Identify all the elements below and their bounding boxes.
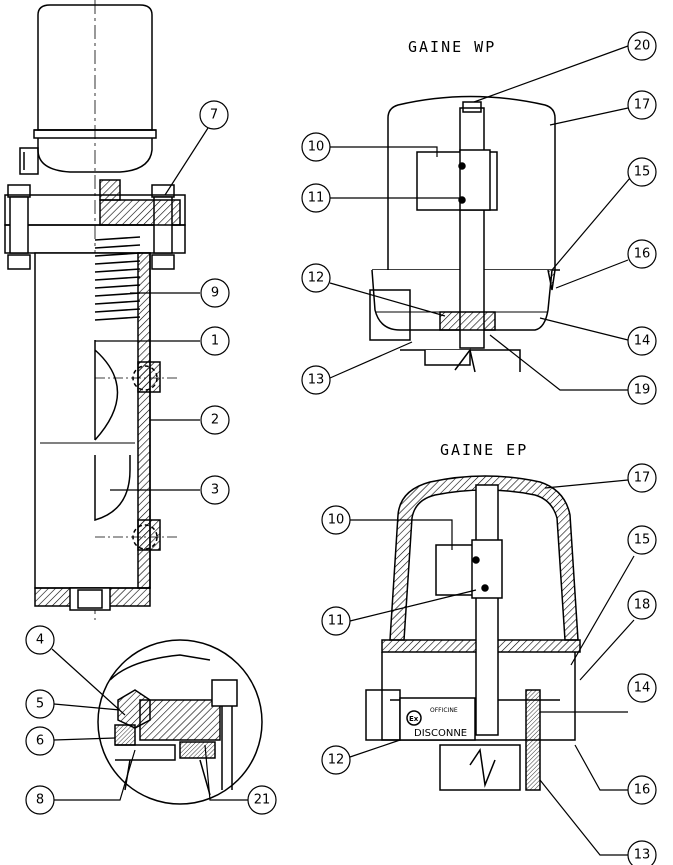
callout-5: 5 — [36, 697, 44, 712]
wp-callouts — [301, 31, 657, 405]
callout-13: 13 — [308, 373, 325, 388]
callout-ep-13: 13 — [634, 848, 651, 863]
callout-ep-18: 18 — [634, 598, 651, 613]
callout-ep-14: 14 — [634, 681, 651, 696]
callout-ep-16: 16 — [634, 783, 651, 798]
callout-9: 9 — [211, 286, 219, 301]
stamp-line1: OFFICINE — [430, 707, 458, 714]
callout-ep-15: 15 — [634, 533, 651, 548]
callout-21: 21 — [254, 793, 271, 808]
callout-ep-11: 11 — [328, 614, 345, 629]
callout-17: 17 — [634, 98, 651, 113]
callout-7: 7 — [210, 108, 218, 123]
callout-11: 11 — [308, 191, 325, 206]
callout-ep-12: 12 — [328, 753, 345, 768]
ep-view — [365, 475, 581, 791]
callout-10: 10 — [308, 140, 325, 155]
left-callouts — [95, 100, 230, 505]
callout-ep-10: 10 — [328, 513, 345, 528]
callout-4: 4 — [36, 633, 44, 648]
callout-16: 16 — [634, 247, 651, 262]
callout-2: 2 — [211, 413, 219, 428]
callout-14: 14 — [634, 334, 651, 349]
callout-8: 8 — [36, 793, 44, 808]
wp-view — [369, 95, 560, 373]
ep-callouts — [321, 463, 657, 865]
callout-12: 12 — [308, 271, 325, 286]
ep-title: GAINE EP — [440, 441, 528, 459]
detail-callouts — [25, 625, 277, 815]
detail-circle-view — [97, 639, 263, 805]
wp-title: GAINE WP — [408, 38, 496, 56]
callout-1: 1 — [211, 334, 219, 349]
stamp-mark: Ex — [409, 715, 419, 723]
left-assembly-view — [4, 0, 186, 620]
callout-19: 19 — [634, 383, 651, 398]
callout-20: 20 — [634, 39, 651, 54]
callout-6: 6 — [36, 734, 44, 749]
callout-ep-17: 17 — [634, 471, 651, 486]
callout-15: 15 — [634, 165, 651, 180]
callout-3: 3 — [211, 483, 219, 498]
stamp-line2: DISCONNE — [414, 728, 467, 739]
